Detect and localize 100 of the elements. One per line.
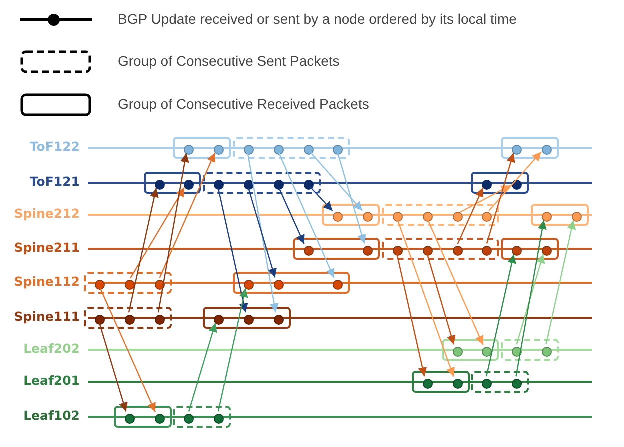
- sent-group-box: [203, 172, 321, 194]
- received-group-box: [501, 238, 559, 260]
- update-dot: [452, 246, 463, 256]
- arrow: [337, 153, 366, 244]
- update-dot: [512, 145, 522, 155]
- update-dot: [274, 315, 284, 325]
- update-dot: [393, 246, 403, 256]
- arrow: [486, 153, 516, 244]
- update-dot: [244, 180, 254, 190]
- node-label: Spine111: [14, 309, 80, 324]
- received-group-box: [471, 172, 530, 194]
- update-dot: [452, 379, 463, 389]
- sent-group-box: [233, 137, 350, 159]
- received-group-box: [144, 172, 202, 194]
- update-dot: [244, 315, 254, 325]
- update-dot: [542, 347, 552, 357]
- sent-group-box: [382, 204, 500, 226]
- arrow: [248, 188, 277, 278]
- arrow: [457, 188, 484, 244]
- update-dot: [154, 414, 165, 424]
- update-dot: [95, 315, 105, 325]
- update-dot: [214, 414, 224, 424]
- update-dot: [512, 180, 522, 190]
- update-dot: [452, 347, 463, 357]
- received-group-box: [173, 137, 232, 159]
- received-group-box: [442, 339, 500, 361]
- update-dot: [184, 145, 194, 155]
- update-dot: [244, 145, 254, 155]
- update-dot: [572, 212, 582, 222]
- update-dot: [482, 212, 492, 222]
- arrow: [99, 323, 128, 412]
- update-dot: [244, 280, 254, 290]
- update-dot: [422, 246, 433, 256]
- update-dot: [542, 246, 552, 256]
- arrow: [278, 152, 335, 278]
- update-dot: [482, 379, 492, 389]
- sent-group-box: [471, 371, 530, 393]
- node-label: Spine112: [14, 274, 80, 289]
- sent-group-box: [84, 272, 172, 294]
- received-group-box: [292, 238, 380, 260]
- update-dot: [214, 145, 224, 155]
- legend-text: Group of Consecutive Sent Packets: [118, 53, 340, 69]
- received-group-box: [531, 204, 589, 226]
- update-dot: [542, 145, 552, 155]
- sent-group-box: [84, 307, 172, 329]
- arrow: [546, 220, 576, 345]
- node-label: Spine211: [14, 240, 80, 255]
- arrow: [426, 254, 456, 345]
- arrow: [159, 152, 216, 278]
- update-dot: [124, 414, 135, 424]
- update-dot: [214, 315, 224, 325]
- arrow: [218, 288, 248, 412]
- update-dot: [184, 180, 194, 190]
- node-label: Leaf102: [24, 408, 80, 423]
- update-dot: [304, 246, 314, 256]
- update-dot: [422, 212, 433, 222]
- update-dot: [333, 145, 344, 155]
- arrow: [396, 254, 428, 377]
- arrow: [218, 188, 248, 313]
- update-dot: [304, 145, 314, 155]
- update-dot: [154, 180, 165, 190]
- update-dot: [363, 246, 374, 256]
- update-dot: [422, 379, 433, 389]
- update-dot: [333, 280, 344, 290]
- node-label: Leaf202: [24, 341, 80, 356]
- legend-text: Group of Consecutive Received Packets: [118, 96, 370, 112]
- update-dot: [393, 212, 403, 222]
- sent-group-box: [173, 406, 232, 428]
- update-dot: [482, 246, 492, 256]
- received-group-box: [322, 204, 380, 226]
- arrow: [427, 220, 484, 346]
- update-dot: [333, 212, 344, 222]
- sent-group-box: [382, 238, 500, 260]
- arrow: [516, 254, 546, 345]
- update-dot: [274, 280, 284, 290]
- node-label: ToF121: [30, 174, 80, 189]
- update-dot: [274, 180, 284, 190]
- arrow: [130, 187, 186, 279]
- update-dot: [512, 246, 522, 256]
- node-label: ToF122: [30, 139, 80, 154]
- update-dot: [482, 347, 492, 357]
- received-group-box: [203, 307, 291, 329]
- legend-text: BGP Update received or sent by a node ordered by its local time: [118, 11, 517, 27]
- update-dot: [452, 212, 463, 222]
- arrow: [158, 153, 190, 313]
- update-dot: [482, 180, 492, 190]
- arrow: [310, 186, 334, 212]
- update-dot: [124, 280, 135, 290]
- arrow: [488, 152, 542, 212]
- received-group-box: [412, 371, 470, 393]
- update-dot: [95, 280, 105, 290]
- arrow: [460, 185, 511, 213]
- update-dot: [124, 315, 135, 325]
- received-group-box: [114, 406, 172, 428]
- update-dot: [154, 315, 165, 325]
- update-dot: [542, 212, 552, 222]
- node-label: Spine212: [14, 206, 80, 221]
- update-dot: [184, 414, 194, 424]
- arrow: [128, 188, 159, 313]
- update-dot: [274, 145, 284, 155]
